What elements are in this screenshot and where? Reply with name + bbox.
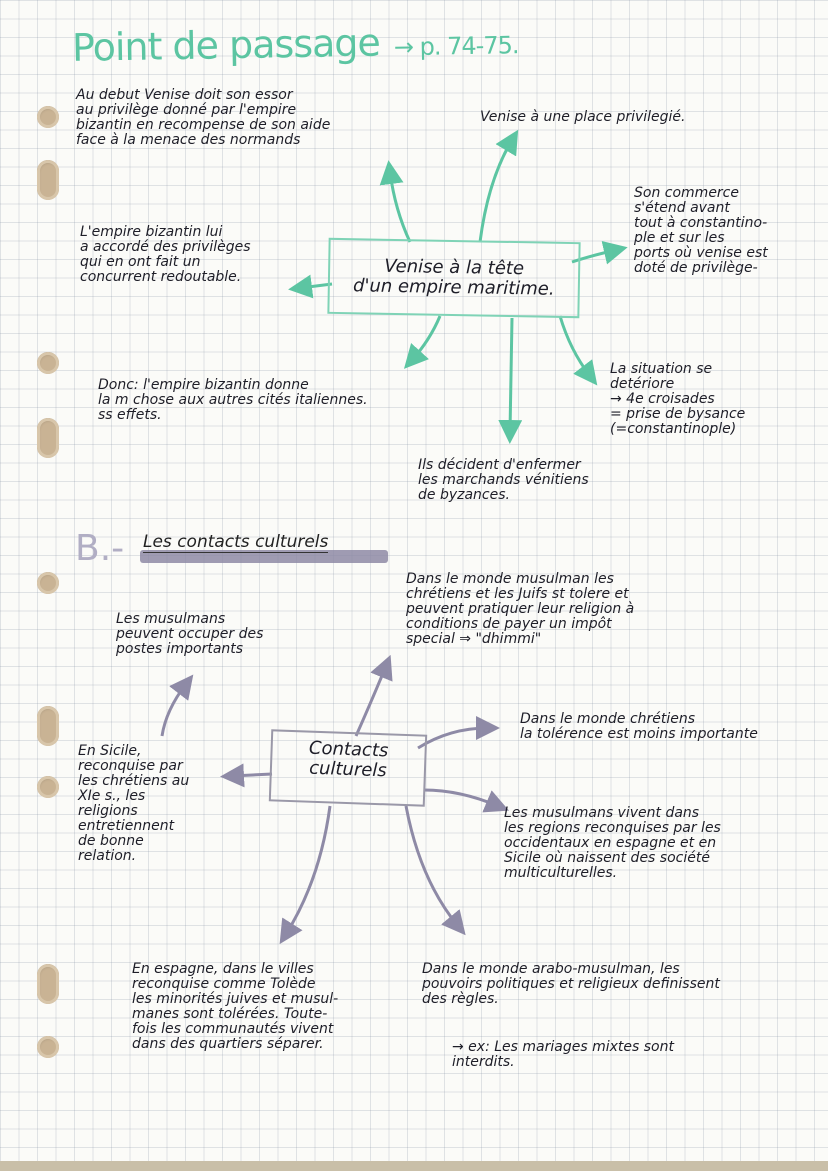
arrow-contacts-postes <box>160 674 194 737</box>
title-highlight <box>140 550 388 563</box>
title-main: Point de passage <box>71 20 381 70</box>
note-reconquises: Les musulmans vivent dans les regions re… <box>504 805 721 881</box>
note-musulmans-postes: Les musulmans peuvent occuper des postes… <box>116 611 264 657</box>
arrow-contacts-reconquises <box>423 788 510 813</box>
note-commerce: Son commerce s'étend avant tout à consta… <box>634 185 768 276</box>
binder-hole <box>37 418 59 458</box>
note-espagne: En espagne, dans le villes reconquise co… <box>132 961 339 1052</box>
note-sicile: En Sicile, reconquise par les chrétiens … <box>78 743 190 864</box>
binder-hole <box>37 776 59 798</box>
note-empire: L'empire bizantin lui a accordé des priv… <box>80 224 251 285</box>
arrow-contacts-arabo <box>404 805 466 936</box>
page-title: Point de passage → p. 74-75. <box>72 18 519 70</box>
title-page-ref: → p. 74-75. <box>393 31 519 62</box>
binder-hole <box>37 352 59 374</box>
binder-hole <box>37 1036 59 1058</box>
note-essor: Au debut Venise doit son essor au privil… <box>76 87 331 148</box>
binder-hole <box>37 160 59 200</box>
arrow-venice-situation <box>558 315 598 386</box>
note-place: Venise à une place privilegié. <box>480 109 686 125</box>
section-b-letter: B.- <box>75 528 125 569</box>
note-donc: Donc: l'empire bizantin donne la m chose… <box>98 377 368 423</box>
section-b-title: Les contacts culturels <box>143 532 329 553</box>
note-situation: La situation se detériore → 4e croisades… <box>610 361 746 437</box>
arrow-venice-essor <box>379 160 412 243</box>
contacts-center-box: Contacts culturels <box>268 729 428 807</box>
arrow-venice-enfermer <box>498 317 523 444</box>
arrow-venice-empire <box>288 274 333 299</box>
binder-hole <box>37 706 59 746</box>
arrow-venice-place <box>478 129 519 243</box>
note-monde-chretien: Dans le monde chrétiens la tolérence est… <box>520 711 758 742</box>
arrow-contacts-chretien <box>417 716 500 750</box>
arrow-venice-commerce <box>571 241 628 265</box>
arrow-contacts-dhimmi <box>354 654 393 737</box>
binder-hole <box>37 572 59 594</box>
paper-edge <box>0 1161 828 1171</box>
binder-hole <box>37 964 59 1004</box>
note-example: → ex: Les mariages mixtes sont interdits… <box>452 1039 674 1070</box>
arrow-contacts-espagne <box>279 805 332 945</box>
note-enfermer: Ils décident d'enfermer les marchands vé… <box>418 457 589 503</box>
note-arabo: Dans le monde arabo-musulman, les pouvoi… <box>422 961 720 1007</box>
venice-center-box: Venise à la tête d'un empire maritime. <box>327 237 581 319</box>
arrow-contacts-sicile <box>220 763 273 788</box>
arrow-venice-donc <box>403 315 442 369</box>
note-dhimmi: Dans le monde musulman les chrétiens et … <box>406 571 635 647</box>
binder-hole <box>37 106 59 128</box>
